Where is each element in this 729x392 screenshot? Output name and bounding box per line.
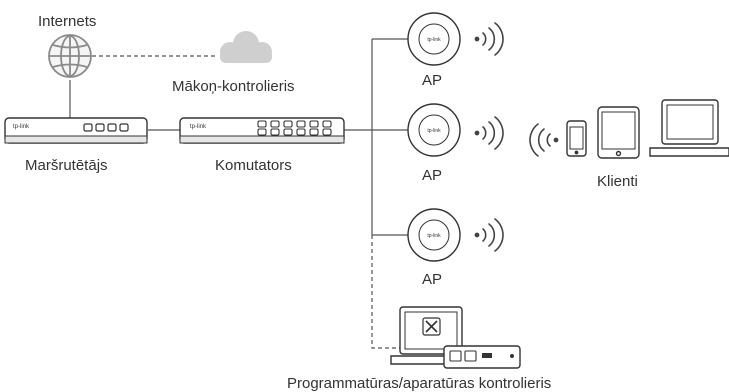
cloud-icon <box>220 31 272 63</box>
globe-icon <box>48 34 92 78</box>
router-label: Maršrutētājs <box>25 157 108 174</box>
wifi-signal-icon <box>474 218 504 252</box>
connection-lines <box>69 38 408 349</box>
wifi-signal-icon <box>474 22 504 56</box>
tablet-icon <box>597 106 640 159</box>
wifi-signal-icon <box>474 116 504 150</box>
svg-text:tp-link: tp-link <box>427 37 441 43</box>
internet-label: Internets <box>38 13 97 30</box>
svg-text:tp-link: tp-link <box>427 233 441 239</box>
controller-label: Programmatūras/aparatūras kontrolieris <box>287 375 552 392</box>
ap-label-1: AP <box>422 72 443 89</box>
access-point-icon: tp-link <box>407 12 461 66</box>
access-point-icon: tp-link <box>407 208 461 262</box>
svg-text:tp-link: tp-link <box>427 128 441 134</box>
ap-label-3: AP <box>422 271 443 288</box>
wifi-signal-icon <box>529 123 559 157</box>
tools-icon <box>422 317 441 336</box>
controller-link <box>371 235 400 349</box>
switch-badge: tp-link <box>190 124 207 130</box>
router-badge: tp-link <box>13 124 30 130</box>
router-icon: tp-link <box>4 117 148 144</box>
access-point-icon: tp-link <box>407 103 461 157</box>
hardware-controller-icon <box>443 345 521 369</box>
cloud-controller-label: Mākoņ-kontrolieris <box>172 78 295 95</box>
laptop-icon <box>649 99 729 157</box>
clients-label: Klienti <box>597 173 638 190</box>
phone-icon <box>566 120 587 157</box>
switch-label: Komutators <box>215 157 292 174</box>
ap-label-2: AP <box>422 167 443 184</box>
switch-icon: tp-link <box>179 117 345 144</box>
